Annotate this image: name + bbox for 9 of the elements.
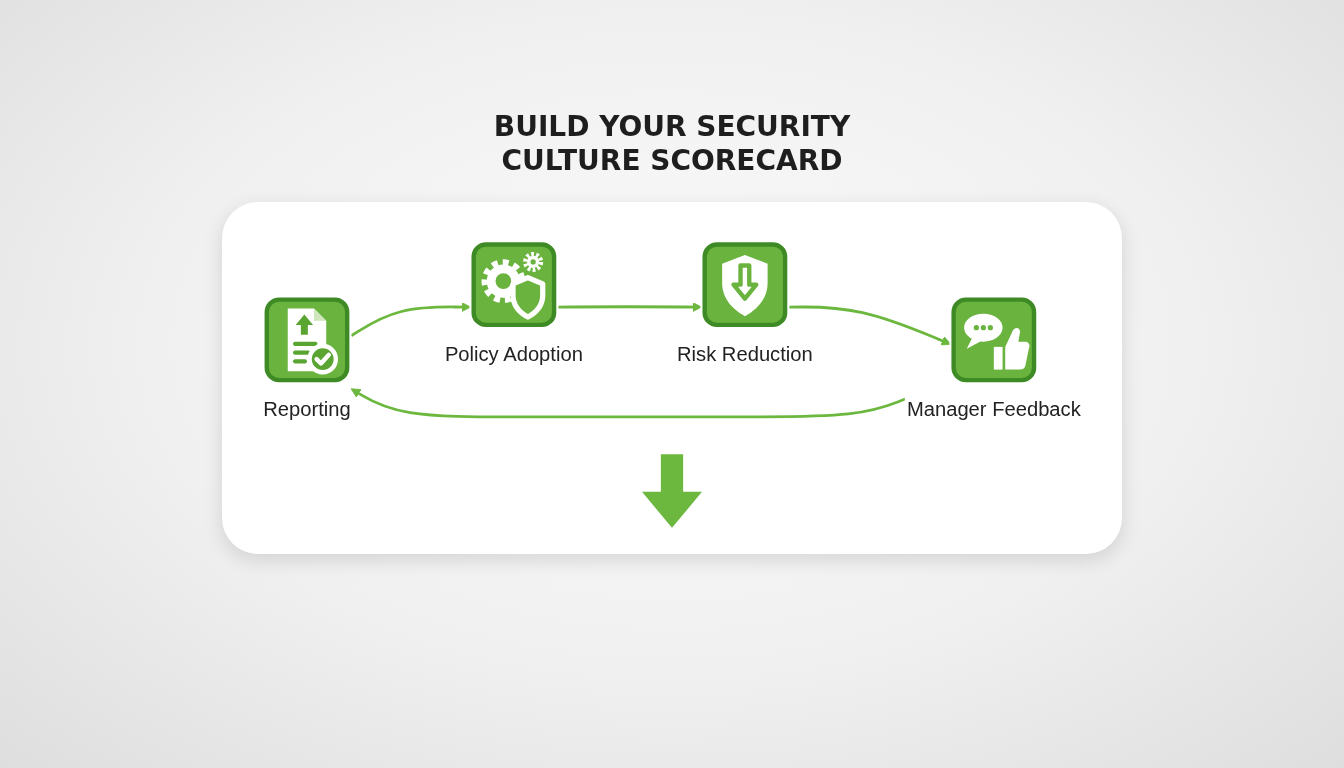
node-text: Manager Feedback: [906, 398, 1081, 421]
arrow: [558, 302, 703, 312]
arrow: [350, 302, 472, 337]
arrow: [350, 388, 906, 419]
arrow: [789, 305, 952, 346]
node-text: Risk Reduction: [677, 342, 813, 366]
card-panel: Reporting Policy Adoption Risk Reduction Manager Feedback: [222, 202, 1122, 555]
node-text: Policy Adoption: [444, 342, 583, 366]
title: BUILD YOUR SECURITY CULTURE SCORECARD: [492, 110, 852, 178]
